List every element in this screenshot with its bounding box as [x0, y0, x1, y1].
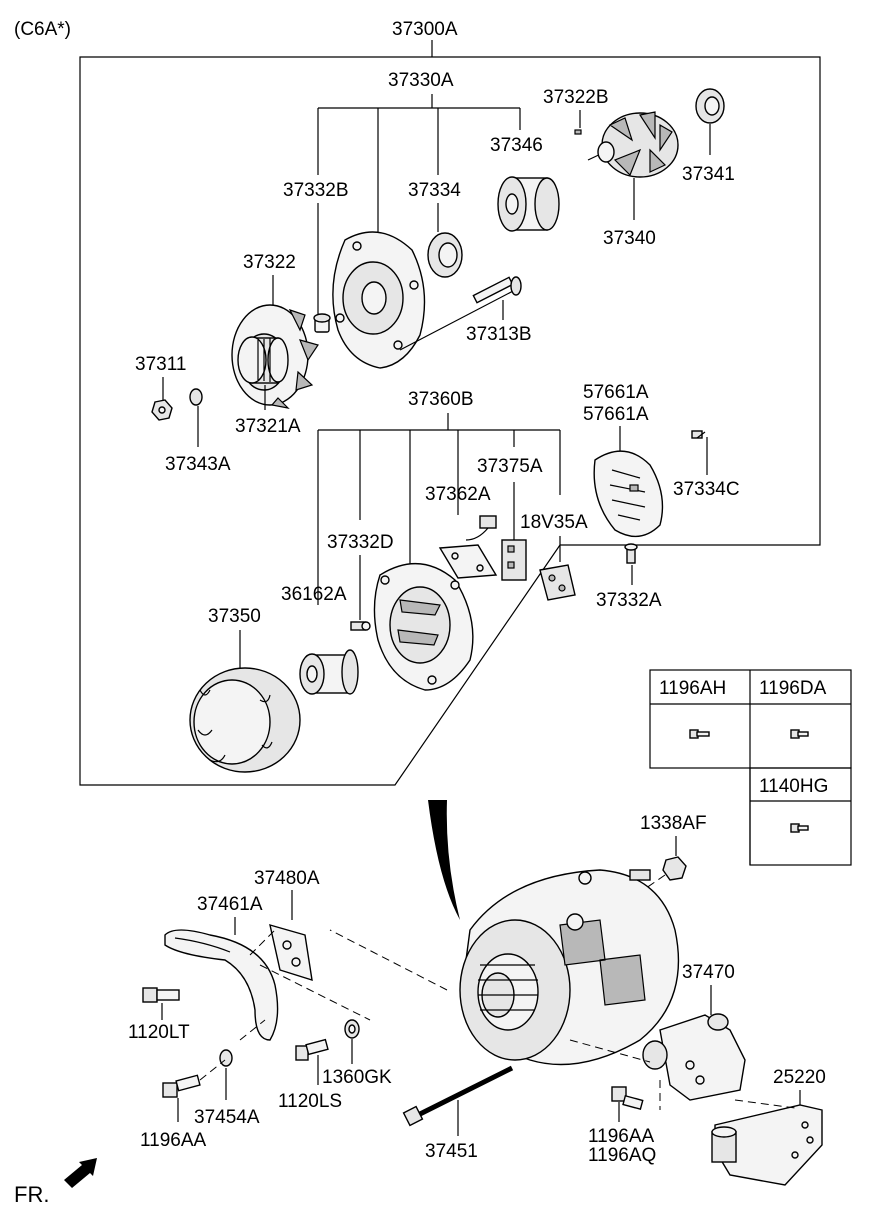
table-header-1196DA[interactable]: 1196DA	[759, 678, 827, 699]
alternator-assembly[interactable]	[459, 869, 680, 1066]
part-label-37334[interactable]: 37334	[408, 180, 461, 201]
part-label-18V35A[interactable]: 18V35A	[520, 512, 588, 533]
part-label-37454A[interactable]: 37454A	[194, 1107, 260, 1128]
rear-housing-37360B[interactable]	[373, 563, 474, 691]
bolt-1196AA-left[interactable]	[162, 1074, 201, 1098]
part-label-37480A[interactable]: 37480A	[254, 868, 320, 889]
regulator-37362A[interactable]	[438, 515, 498, 579]
part-label-37341[interactable]: 37341	[682, 164, 735, 185]
fastener-table	[649, 669, 852, 866]
bolt-37451[interactable]	[402, 1065, 514, 1127]
part-label-37332B[interactable]: 37332B	[283, 180, 349, 201]
guide-37470	[569, 1039, 661, 1110]
part-label-37330A[interactable]: 37330A	[388, 70, 454, 91]
bearing-37341[interactable]	[695, 88, 725, 124]
washer-37343A[interactable]	[189, 388, 203, 406]
bolt-1120LS[interactable]	[295, 1038, 329, 1061]
part-label-37343A[interactable]: 37343A	[165, 454, 231, 475]
part-label-37360B[interactable]: 37360B	[408, 389, 474, 410]
part-label-37321A[interactable]: 37321A	[235, 416, 301, 437]
part-label-1196AA-left[interactable]: 1196AA	[140, 1130, 207, 1151]
guide-1196AA	[199, 1019, 266, 1081]
pulley-37321A[interactable]	[237, 336, 289, 384]
part-label-37350[interactable]: 37350	[208, 606, 261, 627]
spacer-36162A[interactable]	[299, 649, 359, 695]
screw-37332A[interactable]	[624, 543, 638, 564]
key-37322B[interactable]	[574, 129, 582, 135]
screw-37332D[interactable]	[350, 621, 371, 631]
part-label-1196AQ[interactable]: 1196AQ	[588, 1145, 656, 1166]
part-label-37322[interactable]: 37322	[243, 252, 296, 273]
screw-37332B[interactable]	[313, 313, 331, 333]
rectifier-18V35A[interactable]	[539, 564, 576, 601]
bracket-25220[interactable]	[711, 1104, 823, 1186]
bolt-37313B[interactable]	[399, 276, 522, 351]
part-label-1120LS[interactable]: 1120LS	[278, 1091, 342, 1112]
nut-37311[interactable]	[151, 399, 173, 421]
bracket-37461A[interactable]	[164, 929, 279, 1041]
washer-1360GK[interactable]	[344, 1019, 360, 1039]
part-label-37332A[interactable]: 37332A	[596, 590, 662, 611]
guide-pulley	[329, 929, 448, 991]
rear-cover-57661A[interactable]	[593, 450, 664, 538]
part-label-37311[interactable]: 37311	[135, 354, 186, 375]
part-label-25220[interactable]: 25220	[773, 1067, 826, 1088]
stator-37350[interactable]	[189, 667, 301, 773]
part-label-37375A[interactable]: 37375A	[477, 456, 543, 477]
part-label-57661A-1[interactable]: 57661A	[583, 382, 649, 403]
part-label-36162A[interactable]: 36162A	[281, 584, 347, 605]
part-label-37340[interactable]: 37340	[603, 228, 656, 249]
part-label-37451[interactable]: 37451	[425, 1141, 478, 1162]
bearing-37334[interactable]	[427, 232, 463, 278]
part-label-37332D[interactable]: 37332D	[327, 532, 394, 553]
rotor-37340[interactable]	[587, 111, 679, 178]
guide-37461A	[249, 929, 371, 1021]
front-direction-arrow-icon	[64, 1158, 97, 1188]
part-label-37322B[interactable]: 37322B	[543, 87, 609, 108]
variant-label: (C6A*)	[14, 19, 71, 40]
bolt-1120LT[interactable]	[142, 987, 180, 1003]
table-header-1140HG[interactable]: 1140HG	[759, 776, 828, 797]
part-label-37313B[interactable]: 37313B	[466, 324, 532, 345]
bracket-37470[interactable]	[642, 1013, 746, 1101]
part-label-1360GK[interactable]: 1360GK	[322, 1067, 392, 1088]
bracket-37330A	[317, 94, 521, 240]
explode-arrow	[428, 800, 460, 920]
washer-37454A[interactable]	[219, 1049, 233, 1067]
part-label-37461A[interactable]: 37461A	[197, 894, 263, 915]
part-label-1338AF[interactable]: 1338AF	[640, 813, 707, 834]
guide-25220	[734, 1099, 796, 1109]
part-label-37362A[interactable]: 37362A	[425, 484, 491, 505]
part-label-37334C[interactable]: 37334C	[673, 479, 740, 500]
nut-1338AF[interactable]	[662, 856, 687, 881]
bracket-37360B	[317, 413, 561, 605]
assembly-label[interactable]: 37300A	[392, 19, 458, 40]
bolt-1196AA-right[interactable]	[611, 1086, 644, 1111]
table-header-1196AH[interactable]: 1196AH	[659, 678, 726, 699]
brush-holder-37375A[interactable]	[501, 539, 527, 581]
part-label-37346[interactable]: 37346	[490, 135, 543, 156]
part-label-1196AA-right[interactable]: 1196AA	[588, 1126, 655, 1147]
spacer-37346[interactable]	[497, 176, 560, 232]
bolt-1140HG[interactable]	[790, 823, 809, 833]
part-label-37470[interactable]: 37470	[682, 962, 735, 983]
screw-37334C[interactable]	[691, 430, 706, 439]
bolt-1196AH[interactable]	[689, 729, 710, 739]
bracket-37480A[interactable]	[269, 924, 313, 982]
front-housing-37330A[interactable]	[332, 231, 426, 369]
part-label-1120LT[interactable]: 1120LT	[128, 1022, 190, 1043]
part-label-57661A-2[interactable]: 57661A	[583, 404, 649, 425]
direction-label: FR.	[14, 1182, 49, 1207]
bolt-1196DA[interactable]	[790, 729, 809, 739]
